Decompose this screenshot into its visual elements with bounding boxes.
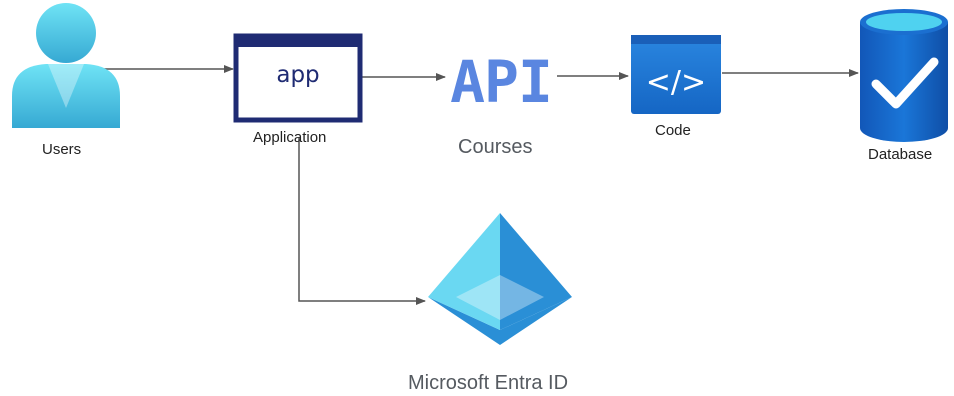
code-icon-text: </> <box>646 65 706 100</box>
entra-id-label: Microsoft Entra ID <box>408 372 569 394</box>
users-label: Users <box>42 141 82 158</box>
database-label: Database <box>868 146 933 163</box>
api-icon-text: API <box>450 48 552 116</box>
app-icon-text: app <box>276 62 319 88</box>
connectors <box>92 65 859 305</box>
courses-label: Courses <box>458 136 533 158</box>
entra-id-pyramid-icon <box>428 213 572 345</box>
app-window-icon: app <box>233 33 363 123</box>
edge-application-to-entra <box>298 138 426 305</box>
database-check-icon <box>860 9 948 142</box>
application-label: Application <box>253 129 327 146</box>
user-icon <box>12 3 120 128</box>
code-brackets-icon: </> <box>631 35 721 114</box>
api-icon: API <box>450 48 553 116</box>
code-label: Code <box>655 122 691 139</box>
